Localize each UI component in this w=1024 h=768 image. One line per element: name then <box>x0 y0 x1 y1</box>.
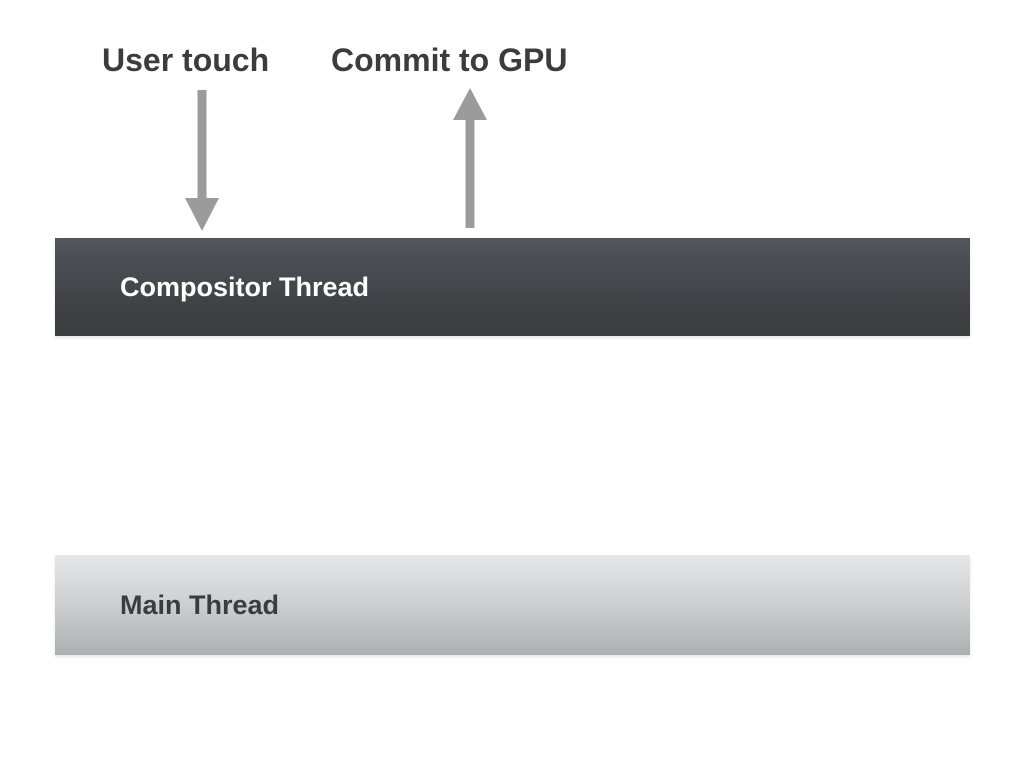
annotation-label-commit-to-gpu: Commit to GPU <box>331 42 568 78</box>
annotation-label-user-touch: User touch <box>102 42 270 78</box>
lane-main-thread: Main Thread <box>55 555 970 655</box>
lane-label-main-thread: Main Thread <box>120 589 280 620</box>
arrow-down-user-touch <box>185 90 219 231</box>
lane-label-compositor-thread: Compositor Thread <box>120 271 370 302</box>
arrow-up-commit-to-gpu <box>453 88 487 228</box>
lane-compositor-thread: Compositor Thread <box>55 238 970 336</box>
